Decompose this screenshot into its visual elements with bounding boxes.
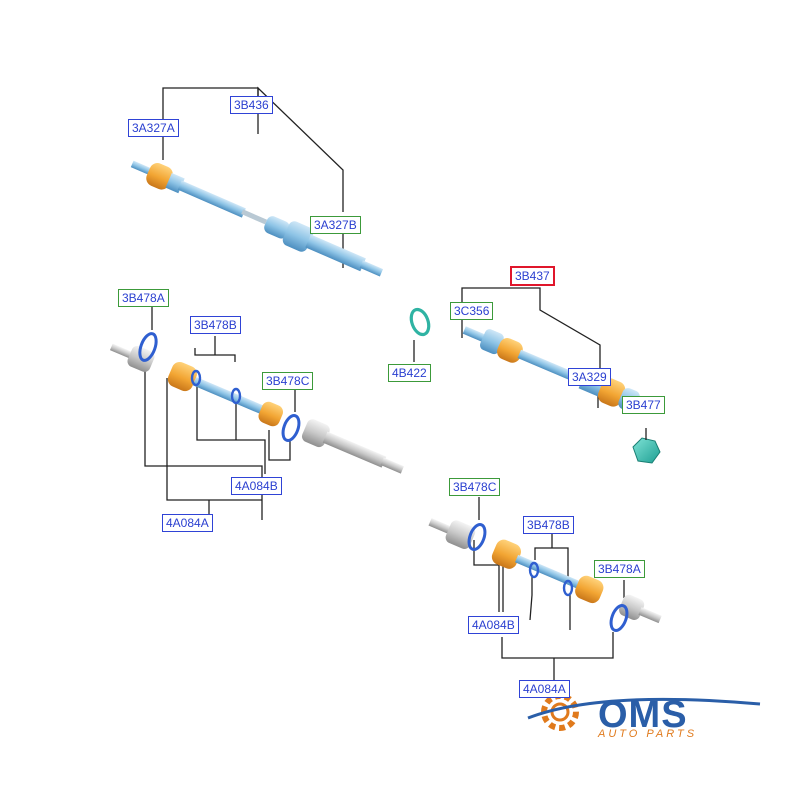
clamp-ring-left-1: [138, 332, 158, 362]
logo-wordmark: OMS: [598, 694, 688, 736]
label-3a327b[interactable]: 3A327B: [310, 216, 361, 234]
clamp-ring-left-4: [281, 414, 301, 442]
label-3b478a-bot[interactable]: 3B478A: [594, 560, 645, 578]
label-3c356[interactable]: 3C356: [450, 302, 494, 320]
clamp-ring-lower-2: [528, 561, 540, 579]
label-3b478b-bot[interactable]: 3B478B: [523, 516, 574, 534]
label-3a327a[interactable]: 3A327A: [128, 119, 179, 137]
label-4a084a-bot[interactable]: 4A084A: [519, 680, 570, 698]
clamp-ring-left-2: [190, 369, 202, 387]
leader-lines-left-group: [144, 306, 296, 520]
label-4a084a-top[interactable]: 4A084A: [162, 514, 213, 532]
label-3b478c-bot[interactable]: 3B478C: [449, 478, 501, 496]
driveshaft-3b436: [130, 160, 384, 277]
label-3b436[interactable]: 3B436: [230, 96, 273, 114]
label-3b478b-top[interactable]: 3B478B: [190, 316, 241, 334]
label-4b422[interactable]: 4B422: [388, 364, 431, 382]
clamp-ring-lower-1: [467, 523, 487, 551]
leader-lines-lower-group: [473, 497, 625, 682]
driveshaft-left-outboard: [109, 343, 404, 474]
label-3b477[interactable]: 3B477: [622, 396, 665, 414]
logo-tagline: AUTO PARTS: [598, 728, 698, 740]
label-3b478c-top[interactable]: 3B478C: [262, 372, 314, 390]
snap-ring-4b422: [409, 307, 431, 337]
label-3b437[interactable]: 3B437: [510, 266, 555, 286]
label-4a084b-bot[interactable]: 4A084B: [468, 616, 519, 634]
label-3b478a-top[interactable]: 3B478A: [118, 289, 169, 307]
clamp-ring-left-3: [230, 387, 242, 405]
clamp-ring-lower-3: [562, 579, 574, 597]
label-3a329[interactable]: 3A329: [568, 368, 611, 386]
clamp-ring-lower-4: [609, 604, 629, 632]
label-4a084b-top[interactable]: 4A084B: [231, 477, 282, 495]
nut-3b477: [632, 428, 661, 464]
